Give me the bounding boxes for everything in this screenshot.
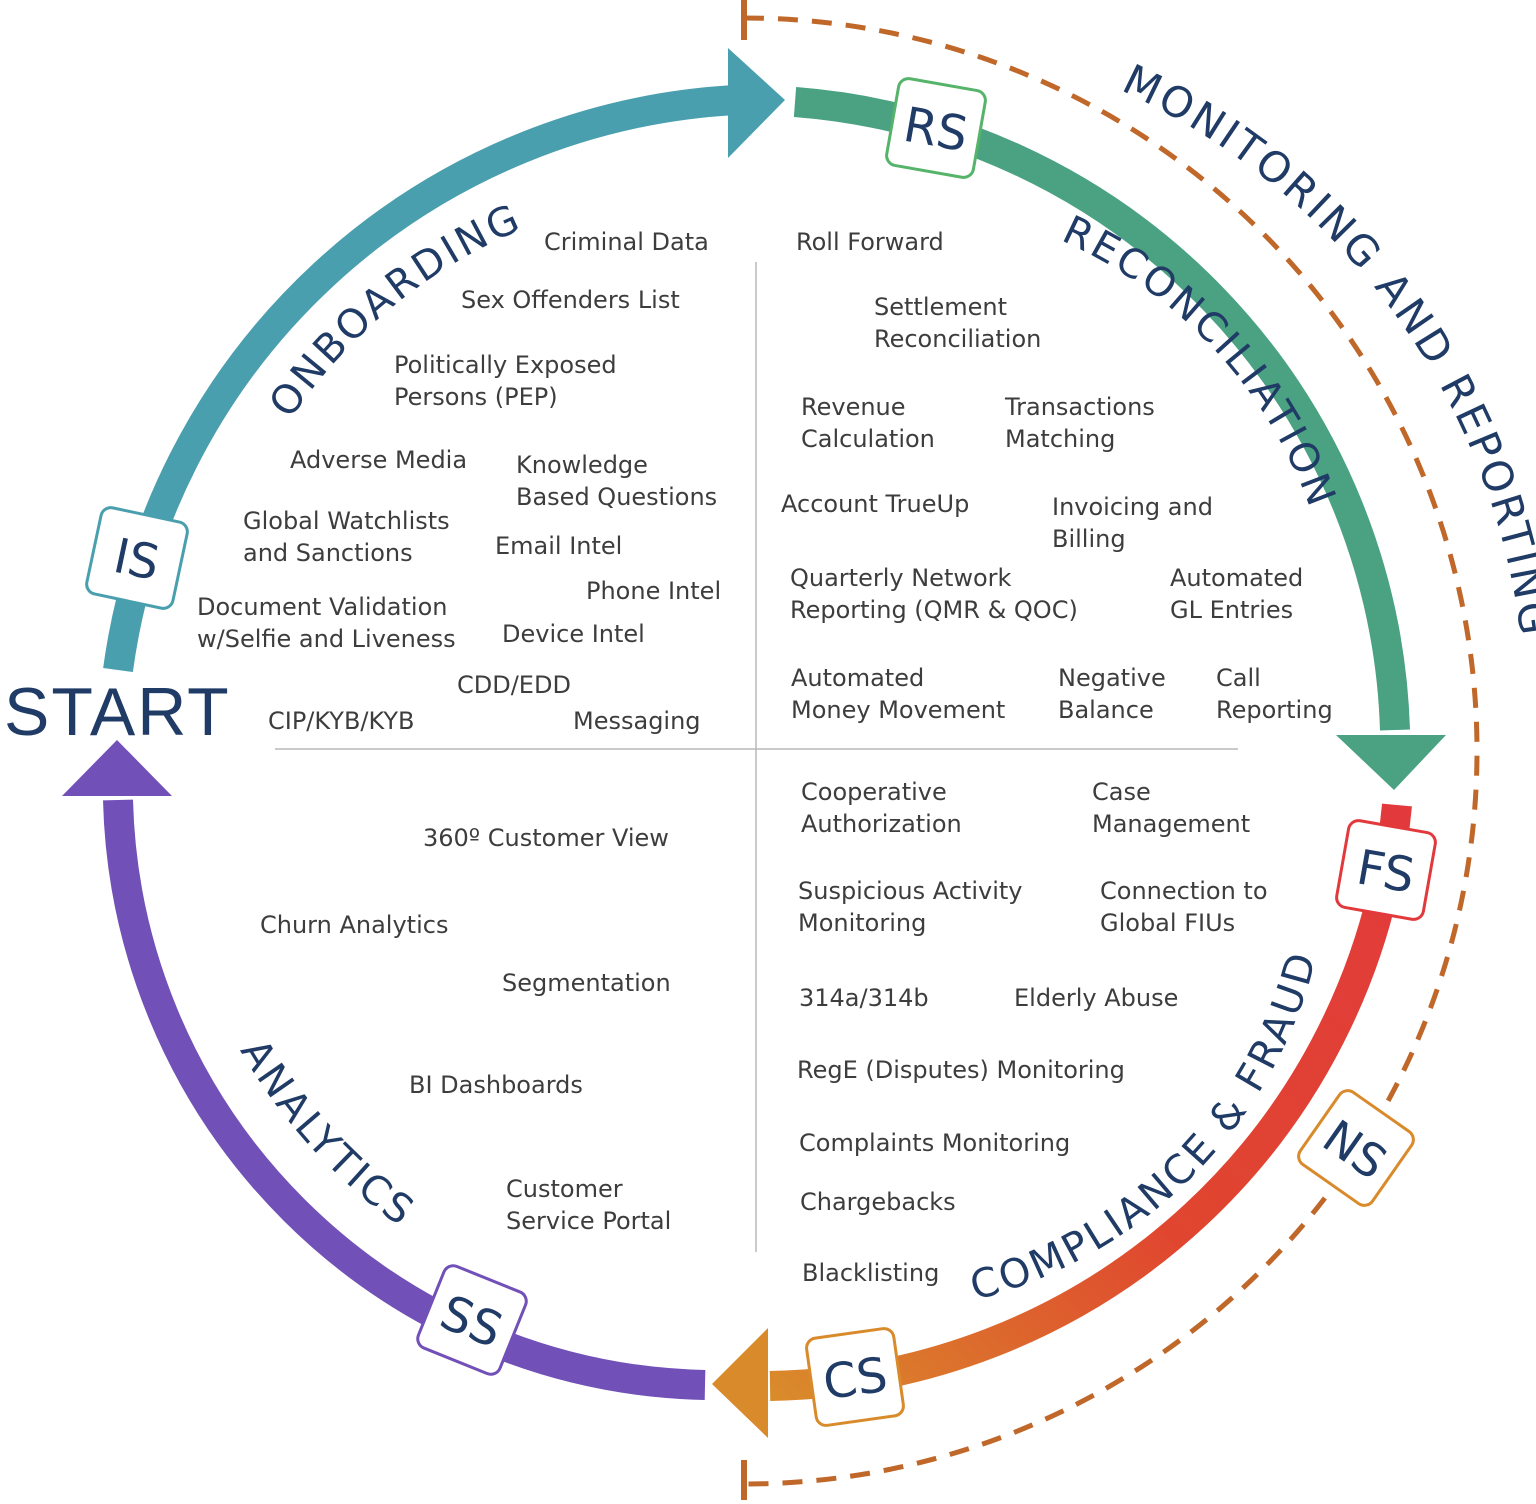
svg-text:CS: CS — [820, 1347, 891, 1411]
onboarding-item: CIP/KYB/KYB — [268, 707, 415, 735]
analytics-item: 360º Customer View — [423, 824, 669, 852]
reconciliation-item: Account TrueUp — [781, 490, 970, 518]
onboarding-item: Sex Offenders List — [461, 286, 680, 314]
badge-cs: CS — [805, 1327, 905, 1427]
start-label: START — [4, 674, 231, 750]
analytics-item: BI Dashboards — [409, 1071, 583, 1099]
badge-rs: RS — [885, 77, 987, 179]
compliance-item: Elderly Abuse — [1014, 984, 1179, 1012]
compliance-item: Blacklisting — [802, 1259, 940, 1287]
onboarding-item: Messaging — [573, 707, 701, 735]
onboarding-item: Phone Intel — [586, 577, 722, 605]
onboarding-arrowhead — [728, 48, 785, 158]
compliance-item: Complaints Monitoring — [799, 1129, 1071, 1157]
reconciliation-label: RECONCILIATION — [1056, 207, 1345, 514]
onboarding-item: Email Intel — [495, 532, 623, 560]
onboarding-item: Criminal Data — [544, 228, 709, 256]
compliance-arrowhead — [712, 1328, 768, 1438]
onboarding-item: CDD/EDD — [457, 671, 571, 699]
analytics-item: Churn Analytics — [260, 911, 449, 939]
svg-text:RS: RS — [899, 97, 972, 163]
compliance-item: RegE (Disputes) Monitoring — [797, 1056, 1125, 1084]
badge-is: IS — [85, 506, 189, 610]
onboarding-item: Adverse Media — [290, 446, 468, 474]
reconciliation-item: Roll Forward — [796, 228, 944, 256]
analytics-arrowhead — [62, 740, 172, 796]
analytics-label: ANALYTICS — [231, 1031, 423, 1236]
onboarding-item: Device Intel — [502, 620, 645, 648]
analytics-arc — [103, 799, 706, 1400]
analytics-item: Segmentation — [502, 969, 671, 997]
reconciliation-arrowhead — [1336, 735, 1446, 790]
badge-ns: NS — [1297, 1089, 1415, 1207]
badge-fs: FS — [1335, 819, 1437, 921]
compliance-arc — [769, 803, 1412, 1401]
svg-text:FS: FS — [1353, 839, 1419, 904]
compliance-item: Chargebacks — [800, 1188, 956, 1216]
compliance-item: 314a/314b — [799, 984, 929, 1012]
badge-ss: SS — [416, 1264, 528, 1376]
